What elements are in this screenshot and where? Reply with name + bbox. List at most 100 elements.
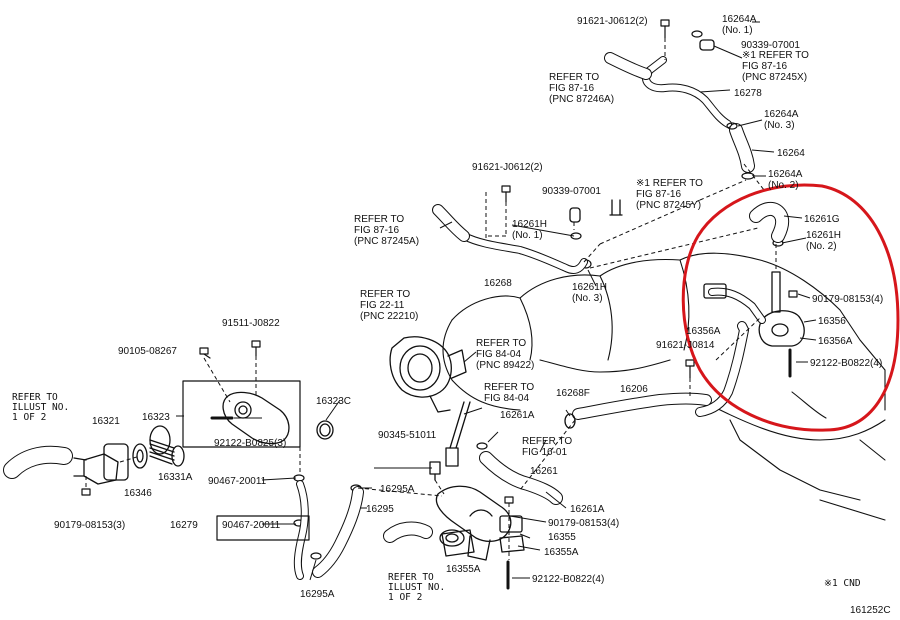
label-line: (No. 3)	[572, 293, 603, 304]
label-line: 16264A	[764, 109, 799, 120]
label-line: 16261G	[804, 214, 840, 225]
gasket-16346	[132, 443, 148, 469]
label-line: ILLUST NO.	[388, 582, 445, 593]
label-90467-20011-upper: 90467-20011	[208, 476, 267, 487]
label-line: 91621-J0612(2)	[472, 162, 543, 173]
label-line: 16261H	[572, 282, 607, 293]
label-line: (No. 2)	[806, 241, 837, 252]
label-91621-J0612-top: 91621-J0612(2)	[577, 16, 648, 27]
label-line: ※1 CND	[824, 578, 861, 589]
hose-16279	[293, 480, 309, 580]
label-line: 16279	[170, 520, 198, 531]
pipe-16206	[564, 392, 712, 429]
label-line: 92122-B0825(3)	[214, 438, 286, 449]
label-16321: 16321	[92, 416, 120, 427]
hose-16264	[729, 123, 755, 173]
label-line: 16355	[548, 532, 576, 543]
cap-90339-top	[699, 39, 715, 51]
hose-16261	[479, 451, 563, 505]
label-16346: 16346	[124, 488, 152, 499]
label-line: (PNC 89422)	[476, 360, 534, 371]
label-line: 92122-B0822(4)	[810, 358, 882, 369]
label-90179-08153-right: 90179-08153(4)	[812, 294, 883, 305]
label-16331A: 16331A	[158, 472, 193, 483]
label-91621-J0612-mid: 91621-J0612(2)	[472, 162, 543, 173]
part-labels: 91621-J0612(2)16264A(No. 1)90339-07001※1…	[12, 14, 891, 616]
hose-16278	[604, 52, 732, 128]
label-line: (No. 3)	[764, 120, 795, 131]
label-line: 16261H	[806, 230, 841, 241]
label-line: 90179-08153(4)	[812, 294, 883, 305]
label-line: 16268	[484, 278, 512, 289]
label-90179-08153-left: 90179-08153(3)	[54, 520, 125, 531]
label-16323: 16323	[142, 412, 170, 423]
label-line: (PNC 87245A)	[354, 236, 419, 247]
label-line: 92122-B0822(4)	[532, 574, 604, 585]
label-line: 90467-20011	[222, 520, 281, 531]
label-line: 1 OF 2	[12, 412, 46, 423]
label-line: 16261A	[570, 504, 605, 515]
label-line: 91621-J0612(2)	[577, 16, 648, 27]
label-90339-07001-mid: 90339-07001	[542, 186, 601, 197]
label-line: 90179-08153(3)	[54, 520, 125, 531]
label-90345-51011: 90345-51011	[378, 430, 437, 441]
label-16295A-upper: 16295A	[380, 484, 415, 495]
label-line: FIG 87-16	[549, 83, 594, 94]
label-16264A-no2: 16264A(No. 2)	[768, 169, 803, 191]
label-16279: 16279	[170, 520, 198, 531]
label-footnote-cnd: ※1 CND	[824, 578, 861, 589]
label-line: FIG 84-04	[484, 393, 529, 404]
label-line: FIG 87-16	[354, 225, 399, 236]
label-line: 90105-08267	[118, 346, 177, 357]
label-line: 1 OF 2	[388, 592, 422, 603]
throttle-body	[389, 336, 467, 413]
label-line: (No. 2)	[768, 180, 799, 191]
label-91621-J0814: 91621-J0814	[656, 340, 715, 351]
bolts	[81, 19, 798, 590]
label-line: REFER TO	[360, 289, 410, 300]
label-line: 16321	[92, 416, 120, 427]
cap-90339-mid	[569, 207, 581, 223]
label-line: 161252C	[850, 605, 891, 616]
label-16206: 16206	[620, 384, 648, 395]
label-91511-J0822: 91511-J0822	[222, 318, 280, 329]
label-16261H-no2: 16261H(No. 2)	[806, 230, 841, 252]
label-line: 91511-J0822	[222, 318, 280, 329]
water-inlet-16321	[73, 443, 129, 485]
gasket-16355A-right	[499, 535, 525, 553]
leader-lines	[85, 21, 817, 581]
label-line: 16264	[777, 148, 805, 159]
label-16278: 16278	[734, 88, 762, 99]
label-line: ILLUST NO.	[12, 402, 69, 413]
label-line: REFER TO	[388, 572, 434, 583]
label-16264: 16264	[777, 148, 805, 159]
label-line: 16261	[530, 466, 558, 477]
label-line: ※1 REFER TO	[742, 50, 809, 61]
label-92122-B0822-bottom: 92122-B0822(4)	[532, 574, 604, 585]
label-16355A-right: 16355A	[544, 547, 579, 558]
label-16261: 16261	[530, 466, 558, 477]
label-line: 90339-07001	[542, 186, 601, 197]
label-16268F: 16268F	[556, 388, 590, 399]
hose-refer-bottom	[383, 521, 433, 543]
label-line: 16331A	[158, 472, 193, 483]
label-16295A-lower: 16295A	[300, 589, 335, 600]
label-16261G: 16261G	[804, 214, 840, 225]
label-line: (PNC 22210)	[360, 311, 418, 322]
joint-87245y	[609, 199, 623, 216]
label-line: 16295A	[300, 589, 335, 600]
label-line: REFER TO	[484, 382, 534, 393]
label-line: (PNC 87245Y)	[636, 200, 701, 211]
label-line: REFER TO	[549, 72, 599, 83]
label-line: 16268F	[556, 388, 590, 399]
label-line: REFER TO	[476, 338, 526, 349]
sensor-refer-84-04	[445, 401, 471, 467]
label-16261H-no3: 16261H(No. 3)	[572, 282, 607, 304]
